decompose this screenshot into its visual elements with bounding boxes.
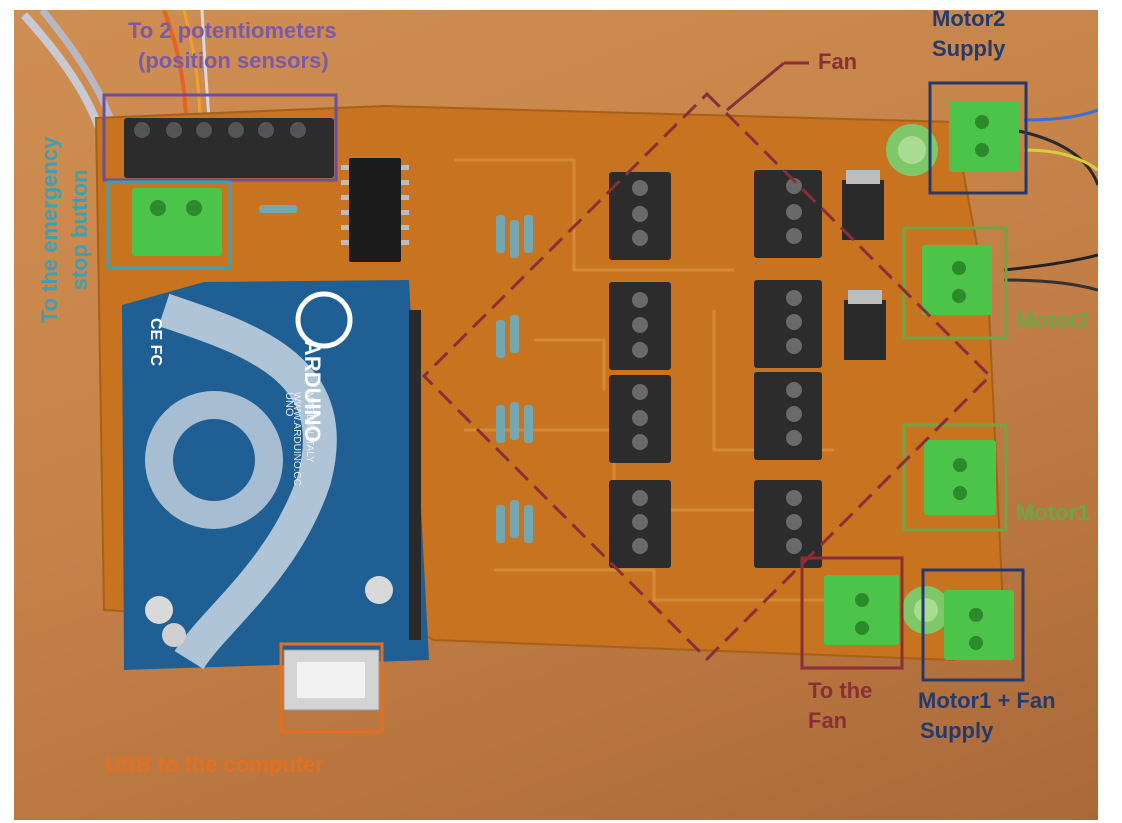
label-motor2: Motor2 [1016, 308, 1090, 333]
ic-chip [341, 158, 409, 262]
arduino-made-in: MADE IN ITALY [304, 392, 315, 463]
label-motor1-fan-supply: Motor1 + Fan Supply [918, 686, 1056, 746]
circuit-scene [21, 10, 1098, 734]
motor1-supply-box [921, 568, 1025, 682]
motor1-box [902, 423, 1008, 532]
arduino-board [122, 280, 429, 711]
label-potentiometers: To 2 potentiometers (position sensors) [128, 16, 337, 76]
to-fan-box [800, 556, 904, 670]
arduino-site: WWW.ARDUINO.CC [291, 392, 302, 486]
label-motor1-fan-supply-line1: Motor1 + Fan [918, 688, 1056, 713]
label-emergency-line2: stop button [67, 169, 92, 291]
label-to-fan-line2: Fan [808, 708, 848, 733]
capacitors [886, 124, 950, 634]
label-potentiometers-line2: (position sensors) [138, 48, 329, 73]
cables [21, 10, 1098, 292]
board-photo [14, 10, 1098, 820]
label-fan: Fan [818, 49, 858, 74]
label-motor2-supply-line2: Supply [932, 36, 1006, 61]
annotation-boxes [102, 61, 1028, 734]
label-motor2-supply: Motor2 Supply [932, 4, 1005, 64]
emergency-box [106, 180, 232, 270]
label-motor1-fan-supply-line2: Supply [920, 718, 994, 743]
label-usb: USB to the computer [105, 752, 324, 777]
label-motor2-supply-line1: Motor2 [932, 6, 1006, 31]
label-to-fan-line1: To the [808, 678, 873, 703]
motor2-supply-box [928, 81, 1028, 195]
resistors [259, 205, 533, 543]
motor2-box [902, 226, 1008, 340]
potentiometer-terminal [124, 118, 334, 178]
potentiometer-box [102, 93, 338, 182]
label-to-fan: To the Fan [808, 676, 872, 736]
usb-box [279, 642, 384, 734]
arduino-ce-mark: CE FC [147, 318, 164, 366]
label-emergency: To the emergency stop button [35, 120, 95, 340]
fan-diamond [421, 91, 993, 662]
label-emergency-line1: To the emergency [37, 136, 62, 324]
label-potentiometers-line1: To 2 potentiometers [128, 18, 337, 43]
green-terminals [824, 102, 1019, 660]
emergency-terminal [132, 188, 222, 256]
label-motor1: Motor1 [1016, 500, 1090, 525]
regulators [842, 170, 886, 360]
